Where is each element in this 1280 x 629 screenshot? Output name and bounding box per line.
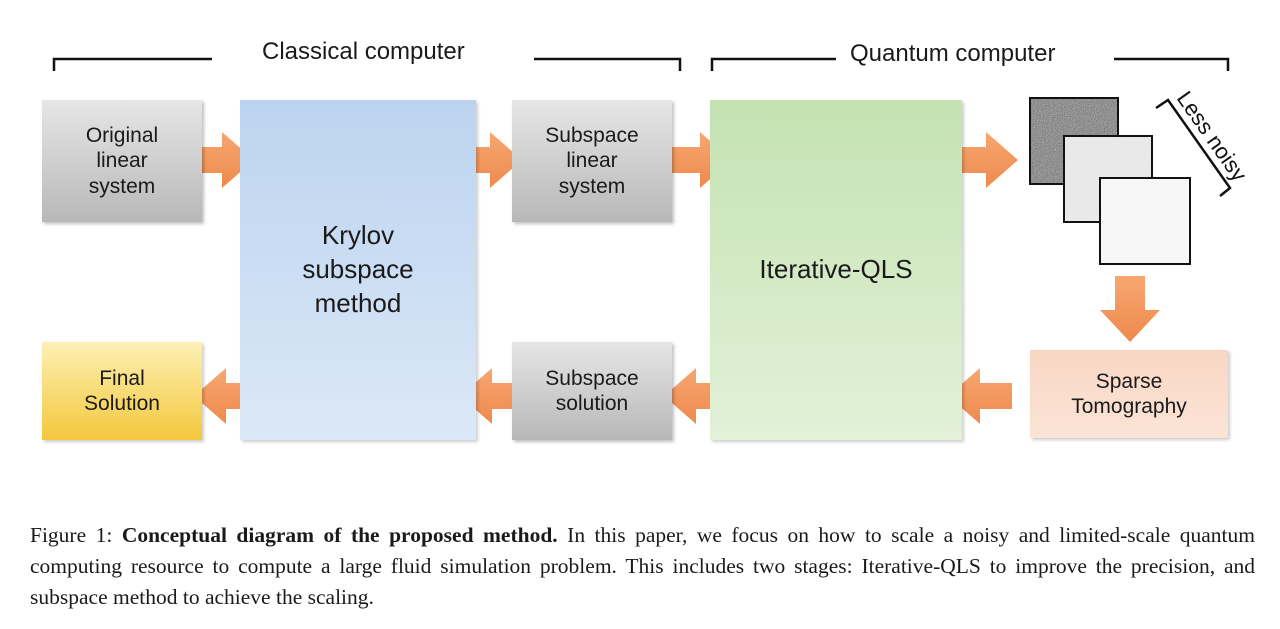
arrow-tomography-to-qls [948,368,1012,424]
subspace-solution-box: Subspace solution [512,342,672,440]
classical-computer-heading: Classical computer [248,38,479,66]
sparse-tomography-box: Sparse Tomography [1030,350,1228,438]
arrow-qls-to-noise-images [952,132,1018,188]
arrow-qls-to-subspace-solution [664,368,728,424]
diagram-graphics: Less noisy [52,57,1252,424]
less-noisy-bracket [1155,98,1232,197]
diagram: Less noisy Classical computer Quantum co… [42,38,1252,440]
classical-bracket [52,57,682,71]
final-solution-box: Final Solution [42,342,202,440]
noise-image-light [1099,177,1191,265]
caption-body: In this paper, we focus on how to scale … [30,523,1255,609]
less-noisy-label: Less noisy [1172,87,1252,186]
original-linear-system-box: Original linear system [42,100,202,222]
caption-title: Conceptual diagram of the proposed metho… [121,523,558,547]
caption-prefix: Figure 1: [30,523,122,547]
arrow-krylov-to-final [194,368,258,424]
arrow-original-to-krylov [190,132,254,188]
quantum-computer-heading: Quantum computer [836,40,1070,68]
iterative-qls-box: Iterative-QLS [710,100,962,440]
arrow-images-to-tomography [1100,276,1160,342]
quantum-bracket [710,57,1230,71]
arrow-subspace-solution-to-krylov [460,368,524,424]
noisy-image-stack [1029,97,1191,265]
krylov-subspace-method-box: Krylov subspace method [240,100,476,440]
arrow-krylov-to-subspace-system [458,132,522,188]
figure-caption: Figure 1: Conceptual diagram of the prop… [30,520,1255,613]
subspace-linear-system-box: Subspace linear system [512,100,672,222]
